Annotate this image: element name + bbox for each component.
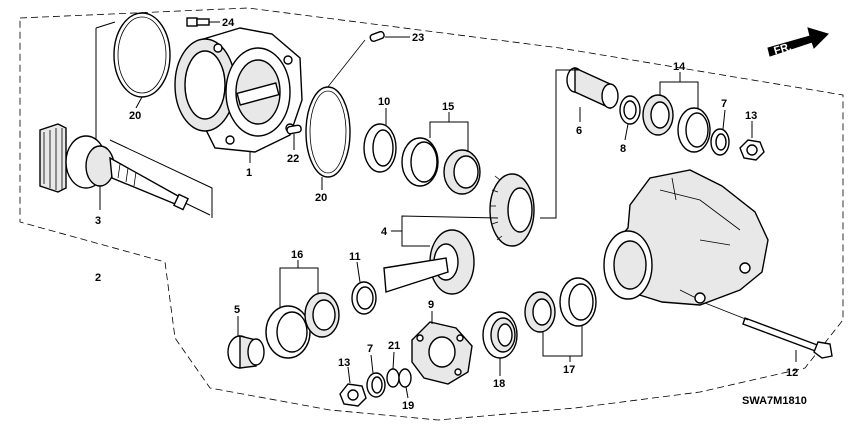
- pinion-gear: [383, 229, 475, 295]
- callout-1: 1: [246, 167, 252, 179]
- washer-8: [619, 95, 641, 125]
- bearing-set-16: [265, 292, 340, 359]
- callout-8: 8: [620, 143, 626, 155]
- callout-7-lower: 7: [367, 343, 373, 355]
- callout-21: 21: [388, 340, 400, 352]
- callout-13-lower: 13: [338, 357, 350, 369]
- bearing-set-14: [642, 94, 711, 153]
- ring-21: [386, 368, 400, 388]
- callout-15: 15: [442, 101, 454, 113]
- callout-12: 12: [786, 367, 798, 379]
- nut-13-lower: [339, 383, 367, 407]
- callout-19: 19: [402, 400, 414, 412]
- bolt-12: [742, 317, 833, 359]
- nut-13-upper: [739, 139, 765, 161]
- bearing-set-15: [401, 137, 481, 195]
- callout-9: 9: [428, 299, 434, 311]
- washer-7-upper: [710, 128, 730, 156]
- callout-22: 22: [287, 153, 299, 165]
- seal-5: [227, 335, 265, 369]
- bolt-24: [186, 17, 210, 27]
- o-ring-lower: [305, 86, 351, 178]
- assembly-boundary: [19, 7, 844, 421]
- callout-6: 6: [576, 125, 582, 137]
- callout-5: 5: [234, 304, 240, 316]
- callout-7-upper: 7: [721, 98, 727, 110]
- washer-11: [351, 281, 377, 315]
- callout-20-lower: 20: [315, 192, 327, 204]
- input-shaft: [39, 123, 189, 211]
- front-direction-arrow: FR.: [767, 27, 829, 57]
- callout-23: 23: [412, 32, 424, 44]
- dowel-pin-23: [369, 30, 385, 43]
- bearing-set-17: [524, 277, 597, 333]
- callout-4: 4: [381, 226, 388, 238]
- bearing-18: [482, 311, 518, 359]
- callout-16: 16: [291, 249, 303, 261]
- ring-gear: [489, 173, 535, 247]
- callout-2: 2: [95, 272, 101, 284]
- callout-13-upper: 13: [745, 110, 757, 122]
- ring-19: [398, 368, 412, 388]
- callout-10: 10: [378, 96, 390, 108]
- callout-3: 3: [95, 215, 101, 227]
- front-arrow-label: FR.: [773, 41, 793, 57]
- sleeve-6: [566, 66, 619, 110]
- washer-7-lower: [366, 372, 386, 398]
- callout-18: 18: [493, 378, 505, 390]
- seal-ring-10: [363, 123, 397, 173]
- transfer-housing: [174, 27, 303, 153]
- callout-24: 24: [222, 17, 235, 29]
- transfer-case-housing: [603, 169, 769, 306]
- callout-17: 17: [563, 364, 575, 376]
- pin-22: [286, 124, 302, 135]
- callout-14: 14: [673, 61, 686, 73]
- o-ring-upper: [113, 12, 171, 98]
- diagram-code: SWA7M1810: [742, 395, 807, 407]
- callout-11: 11: [349, 251, 361, 263]
- companion-flange-9: [411, 321, 473, 385]
- callout-20-upper: 20: [129, 110, 141, 122]
